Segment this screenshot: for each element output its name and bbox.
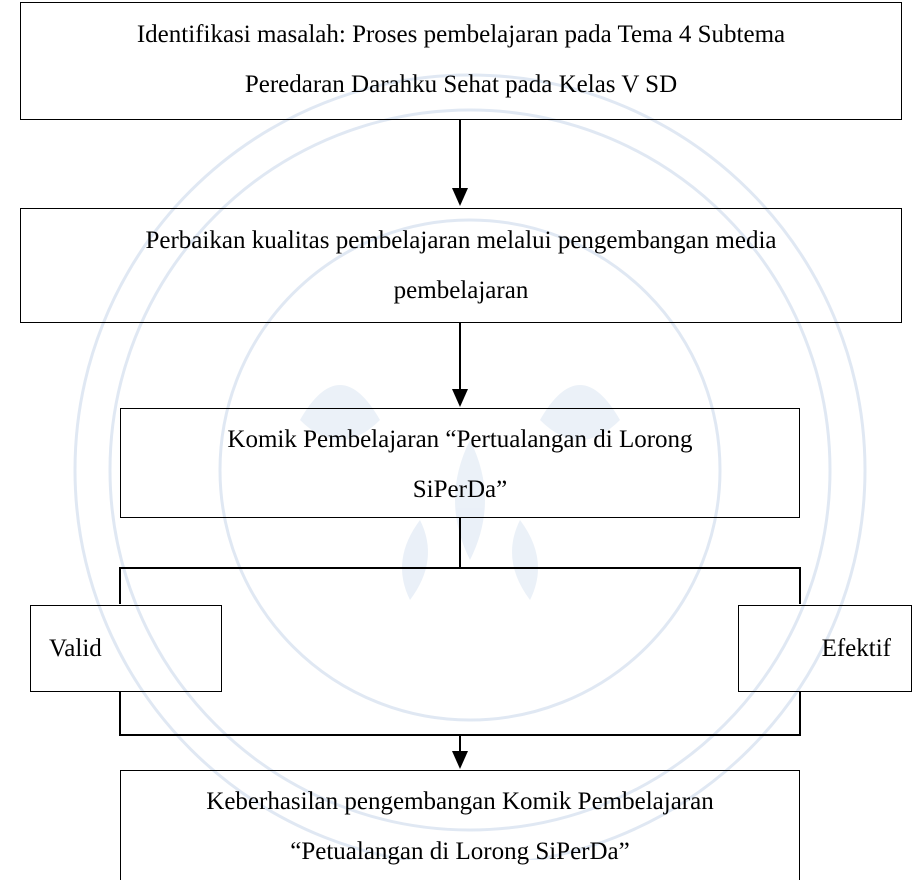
development-success-line-2: “Petualangan di Lorong SiPerDa” — [290, 838, 630, 865]
effective-box: Efektif — [738, 605, 912, 692]
effective-label: Efektif — [821, 635, 891, 662]
valid-label: Valid — [49, 635, 102, 662]
learning-improvement-box: Perbaikan kualitas pembelajaran melalui … — [20, 208, 902, 323]
valid-box: Valid — [30, 605, 222, 692]
problem-identification-line-2: Peredaran Darahku Sehat pada Kelas V SD — [244, 71, 678, 98]
problem-identification-line-1: Identifikasi masalah: Proses pembelajara… — [136, 21, 786, 48]
arrowhead-to-comic — [452, 389, 468, 407]
learning-improvement-line-2: pembelajaran — [393, 277, 529, 304]
learning-improvement-line-1: Perbaikan kualitas pembelajaran melalui … — [145, 227, 777, 254]
arrowhead-to-improvement — [452, 188, 468, 206]
flow-connectors — [119, 120, 801, 769]
learning-comic-box: Komik Pembelajaran “Pertualangan di Loro… — [120, 408, 800, 518]
development-success-box: Keberhasilan pengembangan Komik Pembelaj… — [120, 770, 800, 880]
development-success-line-1: Keberhasilan pengembangan Komik Pembelaj… — [206, 788, 714, 815]
bracket-top — [119, 567, 801, 604]
problem-identification-box: Identifikasi masalah: Proses pembelajara… — [20, 2, 902, 120]
learning-comic-line-1: Komik Pembelajaran “Pertualangan di Loro… — [227, 426, 693, 453]
arrowhead-to-success — [452, 751, 468, 769]
learning-comic-line-2: SiPerDa” — [412, 476, 508, 503]
bracket-bottom — [119, 692, 801, 736]
